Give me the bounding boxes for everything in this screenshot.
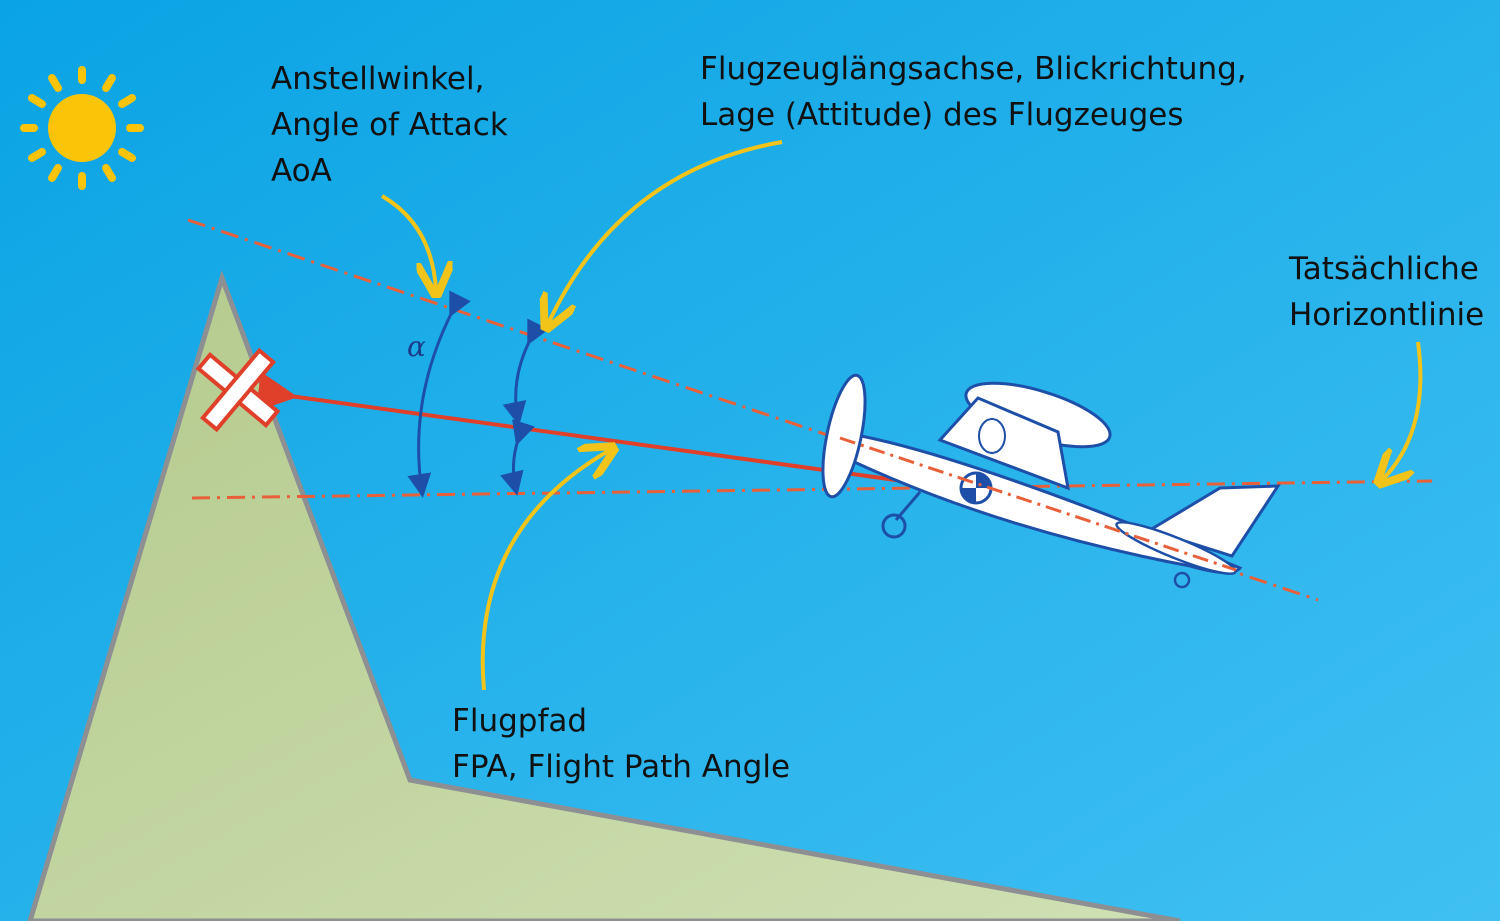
attitude-callout-arrow bbox=[548, 140, 783, 324]
attitude-label-line1: Flugzeuglängsachse, Blickrichtung, bbox=[700, 51, 1247, 87]
attitude-label: Flugzeuglängsachse, Blickrichtung, Lage … bbox=[700, 46, 1247, 138]
horizon-label: Tatsächliche Horizontlinie bbox=[1289, 246, 1484, 338]
flight-path-arrow bbox=[255, 371, 969, 492]
sun-icon bbox=[20, 66, 144, 190]
horizon-callout-arrow bbox=[1382, 341, 1423, 480]
aoa-label-line2: Angle of Attack bbox=[271, 107, 508, 143]
horizon-line bbox=[191, 479, 1433, 500]
horizon-label-line1: Tatsächliche bbox=[1289, 251, 1479, 287]
alpha-symbol: α bbox=[407, 330, 426, 363]
aoa-angle-arc bbox=[407, 290, 471, 498]
flightpath-label-line2: FPA, Flight Path Angle bbox=[452, 749, 791, 785]
flightpath-callout-arrow bbox=[480, 450, 610, 691]
crash-x-icon bbox=[195, 347, 281, 433]
aoa-callout-arrow bbox=[380, 194, 436, 290]
attitude-label-line2: Lage (Attitude) des Flugzeuges bbox=[700, 97, 1184, 133]
attitude-angle-arc-upper bbox=[502, 318, 549, 426]
fpa-angle-arc-lower bbox=[500, 419, 535, 496]
mountain-terrain bbox=[27, 270, 1181, 921]
flightpath-label: Flugpfad FPA, Flight Path Angle bbox=[452, 698, 790, 790]
aoa-label: Anstellwinkel, Angle of Attack AoA bbox=[271, 56, 508, 194]
aircraft-icon bbox=[821, 373, 1281, 589]
aoa-label-line1: Anstellwinkel, bbox=[271, 61, 485, 97]
flightpath-label-line1: Flugpfad bbox=[452, 703, 588, 739]
horizon-label-line2: Horizontlinie bbox=[1289, 297, 1485, 333]
aoa-label-line3: AoA bbox=[271, 153, 332, 189]
